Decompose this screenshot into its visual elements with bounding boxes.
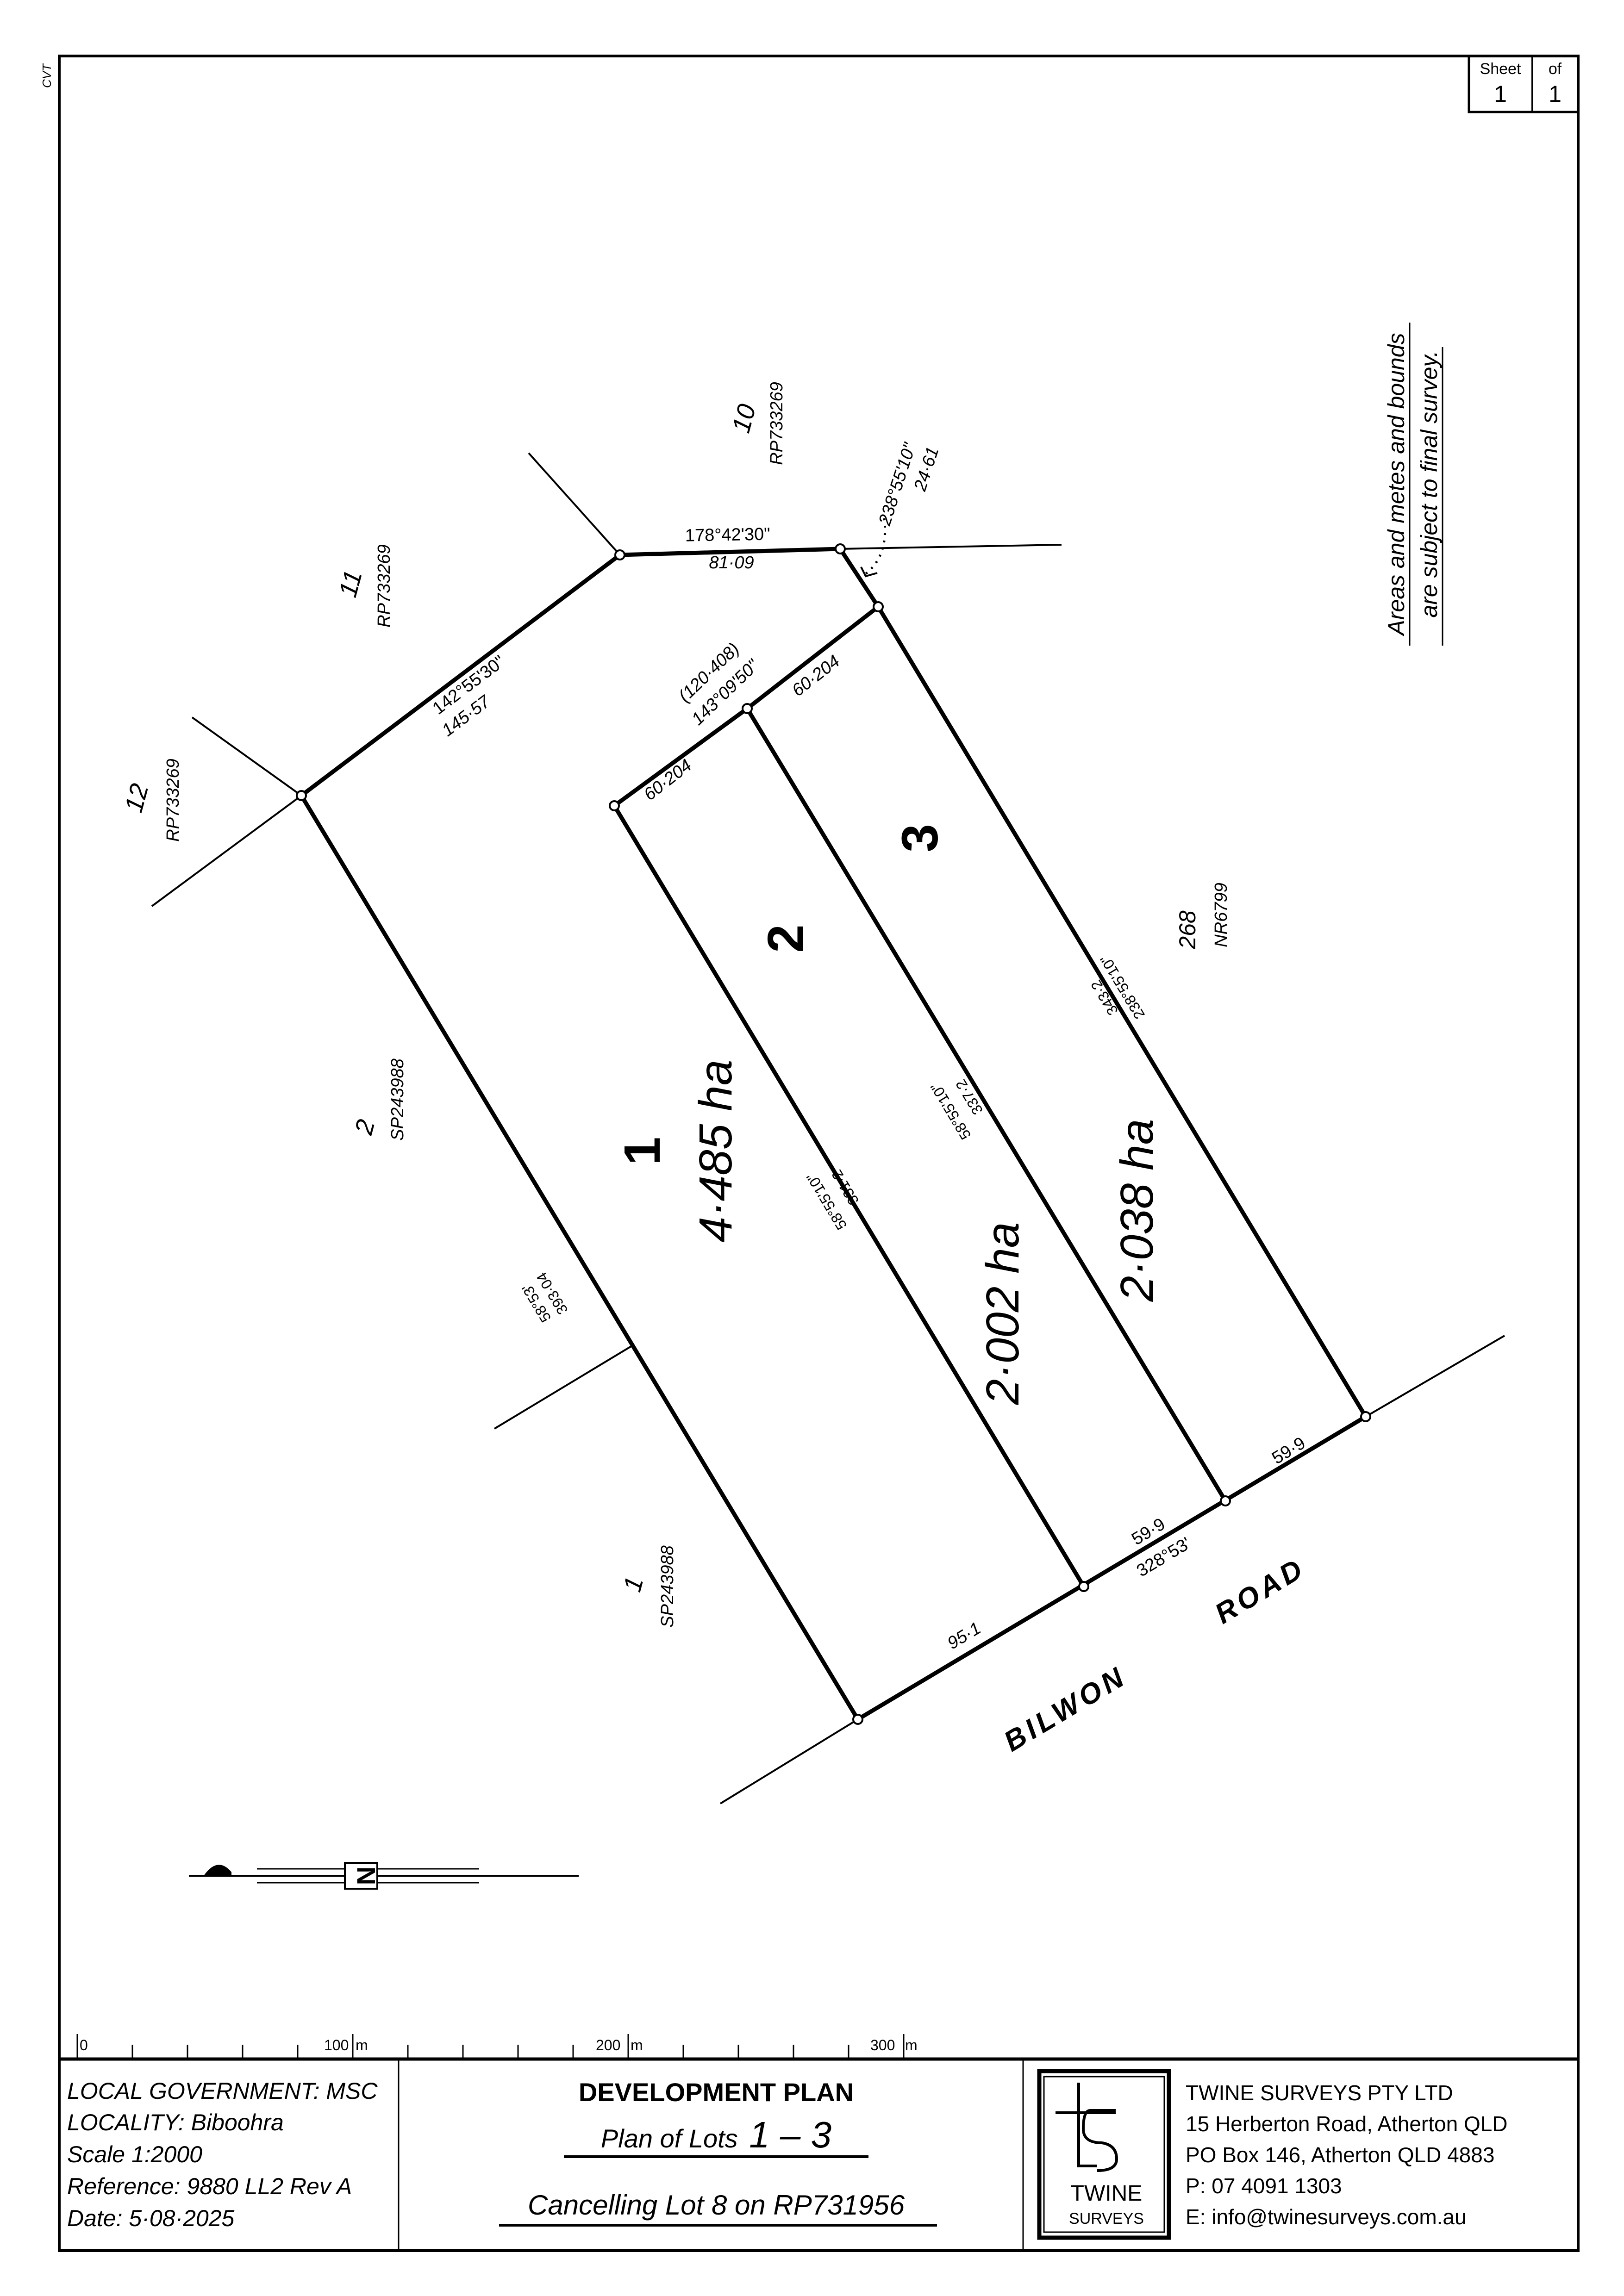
adjoining-plan: SP243988: [658, 1545, 677, 1628]
dimension-label: 81·09: [709, 553, 754, 572]
of-label: of: [1549, 60, 1562, 78]
lot-1-area: 4·485 ha: [690, 1060, 742, 1243]
scale-label: m: [356, 2037, 368, 2053]
plan-lots: 1 – 3: [749, 2114, 831, 2155]
lot-1-number: 1: [614, 1137, 671, 1165]
scale-label: 100: [324, 2037, 349, 2053]
sheet-label: Sheet: [1480, 60, 1521, 78]
plan-title: DEVELOPMENT PLAN: [579, 2078, 854, 2107]
scale-label: m: [631, 2037, 643, 2053]
north-label: N: [351, 1867, 381, 1885]
adjoining-plan: RP733269: [163, 759, 183, 842]
survey-note: Areas and metes and bounds are subject t…: [1383, 323, 1443, 646]
plan-prefix: Plan of Lots: [601, 2124, 738, 2153]
company-logo: TWINE SURVEYS: [1037, 2069, 1171, 2240]
company-name: TWINE SURVEYS PTY LTD: [1186, 2081, 1453, 2105]
scale-label: 0: [80, 2037, 88, 2053]
adjoining-lot: 10: [726, 401, 762, 436]
company-po-box: PO Box 146, Atherton QLD 4883: [1186, 2143, 1494, 2167]
plan-subtitle: Plan of Lots 1 – 3: [601, 2114, 831, 2155]
lot-labels: 1 4·485 ha 2 2·002 ha 3 2·038 ha: [614, 824, 1163, 1405]
adjoining-lot: 268: [1174, 910, 1200, 950]
adjoining-lot: 1: [618, 1574, 649, 1595]
road-name-word-2: ROAD: [1210, 1552, 1311, 1630]
scale-bar: 0 100 m 200 m 300 m: [59, 2034, 1578, 2061]
local-government: LOCAL GOVERNMENT: MSC: [67, 2078, 378, 2104]
scale-label: 200: [596, 2037, 620, 2053]
adjoining-plan: RP733269: [767, 382, 787, 465]
plan-details: LOCAL GOVERNMENT: MSC LOCALITY: Biboohra…: [67, 2078, 378, 2231]
dimension-label: 60·204: [788, 652, 843, 701]
note-line-2: are subject to final survey.: [1416, 350, 1442, 617]
company-phone: P: 07 4091 1303: [1186, 2174, 1342, 2198]
lot-3-area: 2·038 ha: [1111, 1119, 1163, 1302]
survey-marks: [296, 543, 1371, 1725]
date: Date: 5·08·2025: [67, 2205, 235, 2231]
company-details: TWINE SURVEYS PTY LTD 15 Herberton Road,…: [1186, 2081, 1508, 2229]
adjoining-plan: NR6799: [1212, 883, 1231, 947]
logo-word-1: TWINE: [1071, 2181, 1143, 2206]
sheet-border: [58, 55, 1580, 2252]
road-name: BILWON ROAD: [999, 1552, 1311, 1758]
company-street: 15 Herberton Road, Atherton QLD: [1186, 2112, 1508, 2136]
sheet-number: 1: [1494, 81, 1507, 107]
sheet-box: Sheet 1 of 1: [1468, 55, 1580, 113]
company-email: E: info@twinesurveys.com.au: [1186, 2205, 1467, 2229]
adjoining-lot: 12: [119, 781, 154, 815]
lot-2-area: 2·002 ha: [977, 1222, 1029, 1406]
margin-note: CVT: [40, 63, 54, 88]
lot-3-number: 3: [892, 824, 949, 852]
dimension-labels: 178°42'30" 81·09 142°55'30" 145·57 238°5…: [429, 440, 1309, 1653]
note-line-1: Areas and metes and bounds: [1383, 333, 1409, 636]
scale-label: 300: [870, 2037, 895, 2053]
adjoining-labels: 10 RP733269 11 RP733269 12 RP733269 2 SP…: [119, 382, 1231, 1628]
of-number: 1: [1549, 81, 1562, 107]
reference: Reference: 9880 LL2 Rev A: [67, 2173, 352, 2199]
road-name-word-1: BILWON: [999, 1660, 1132, 1758]
ts-logo-icon: [1056, 2083, 1118, 2172]
dimension-label: 178°42'30": [685, 524, 770, 545]
adjoining-plan: RP733269: [375, 544, 394, 628]
adjoining-plan: SP243988: [388, 1058, 407, 1141]
title-block: LOCAL GOVERNMENT: MSC LOCALITY: Biboohra…: [67, 2059, 1508, 2251]
north-arrow-icon: N: [189, 1862, 579, 1890]
logo-word-2: SURVEYS: [1069, 2210, 1144, 2228]
scale-label: m: [905, 2037, 918, 2053]
lot-2-number: 2: [757, 924, 814, 952]
scale: Scale 1:2000: [67, 2141, 202, 2167]
locality: LOCALITY: Biboohra: [67, 2109, 284, 2135]
adjoining-lot: 2: [349, 1116, 380, 1138]
lot-boundaries: [299, 518, 1368, 1722]
cancelling-note: Cancelling Lot 8 on RP731956: [528, 2190, 905, 2221]
adjoining-boundaries: [151, 452, 1505, 1804]
adjoining-lot: 11: [333, 567, 368, 600]
